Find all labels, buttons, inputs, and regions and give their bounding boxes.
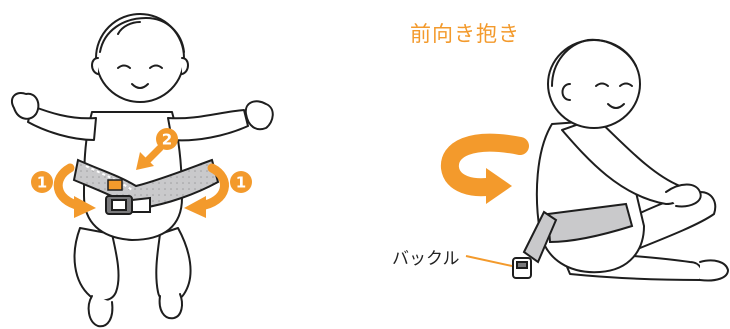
rotate-arrow-right bbox=[184, 163, 229, 218]
baby-left-foot bbox=[87, 295, 114, 328]
baby-left-leg bbox=[73, 227, 120, 302]
sitting-face bbox=[595, 82, 633, 109]
baby-hair bbox=[99, 17, 185, 53]
sitting-ear bbox=[561, 83, 571, 101]
baby-right-fist bbox=[244, 100, 274, 131]
belt-sitting bbox=[512, 202, 634, 279]
belt-lying-edge bbox=[85, 165, 133, 191]
belt-lying-band bbox=[72, 158, 220, 210]
rotate-arrow-big bbox=[440, 133, 529, 204]
baby-right-ear bbox=[181, 57, 189, 75]
belt-sitting-strap bbox=[522, 210, 558, 264]
sitting-foot bbox=[699, 259, 729, 282]
page-title: 前向き抱き bbox=[410, 22, 520, 46]
sitting-hand bbox=[665, 183, 702, 208]
baby-right-arm bbox=[167, 109, 249, 142]
belt-lying bbox=[72, 158, 220, 215]
buckle-lying bbox=[105, 195, 151, 215]
svg-text:1: 1 bbox=[37, 174, 47, 192]
step-one-badge-right: 1 bbox=[230, 171, 252, 193]
baby-left-arm bbox=[27, 105, 97, 141]
rotate-arrow-left bbox=[53, 163, 96, 218]
baby-lying bbox=[10, 13, 274, 328]
belt-sitting-band bbox=[546, 202, 634, 244]
baby-face bbox=[117, 64, 163, 89]
svg-text:2: 2 bbox=[162, 131, 172, 149]
baby-right-leg bbox=[155, 227, 192, 303]
buckle-sitting bbox=[512, 257, 532, 279]
baby-left-ear bbox=[91, 57, 99, 75]
belt-tag bbox=[107, 179, 123, 191]
point-arrow bbox=[136, 144, 164, 170]
sitting-hair bbox=[551, 38, 637, 87]
baby-left-fist bbox=[10, 92, 40, 120]
step-one-badge-left: 1 bbox=[31, 171, 53, 193]
buckle-pointer bbox=[465, 255, 513, 267]
svg-text:1: 1 bbox=[236, 174, 246, 192]
baby-sitting bbox=[535, 38, 729, 282]
baby-right-foot bbox=[158, 293, 183, 320]
buckle-label: バックル bbox=[392, 249, 460, 269]
step-two-badge: 2 bbox=[156, 128, 178, 150]
